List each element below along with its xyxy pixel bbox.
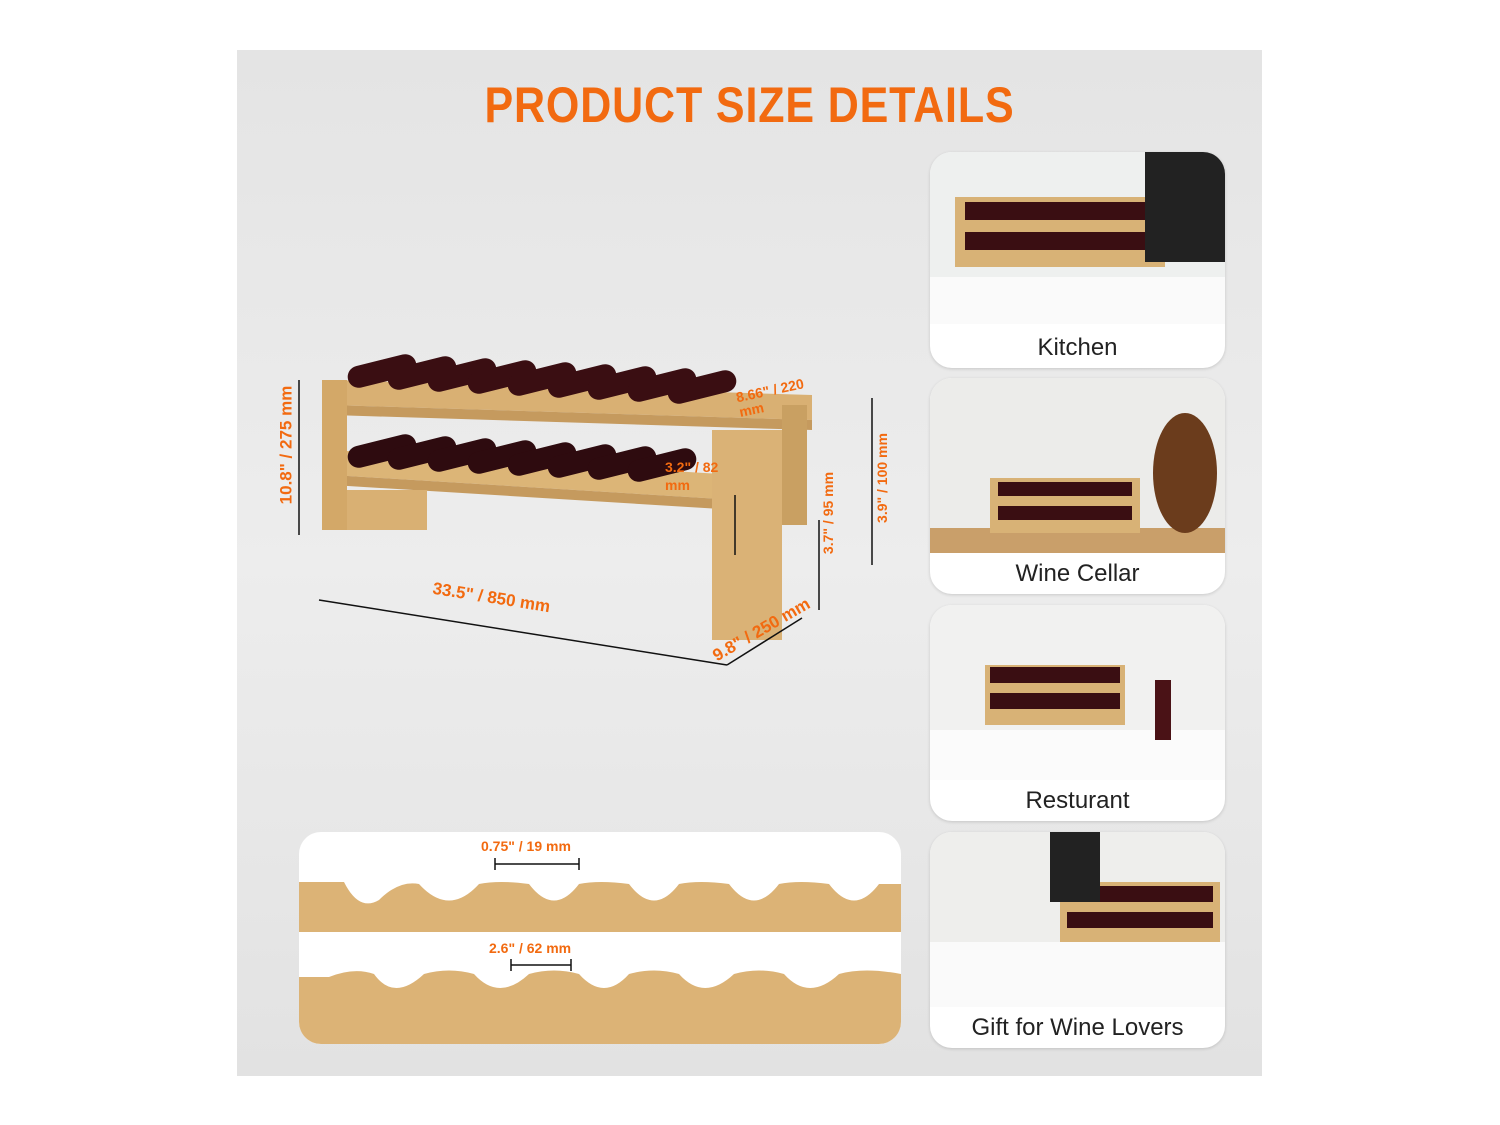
gift-photo bbox=[930, 832, 1225, 1007]
scene-card-wine-cellar: Wine Cellar bbox=[930, 378, 1225, 594]
bottom-bottles bbox=[347, 434, 697, 482]
scene-label: Wine Cellar bbox=[1015, 560, 1140, 587]
scene-card-gift: Gift for Wine Lovers bbox=[930, 832, 1225, 1048]
bamboo-strip-detail: 0.75" / 19 mm 2.6" / 62 mm bbox=[299, 832, 901, 1044]
scene-label: Kitchen bbox=[1037, 334, 1118, 361]
scene-label: Gift for Wine Lovers bbox=[971, 1014, 1184, 1041]
slot-width-label: 2.6" / 62 mm bbox=[489, 940, 572, 956]
page-title: PRODUCT SIZE DETAILS bbox=[484, 77, 1015, 133]
restaurant-photo bbox=[930, 605, 1225, 780]
strip-illustration bbox=[299, 858, 901, 1044]
scene-card-kitchen: Kitchen bbox=[930, 152, 1225, 368]
top-bottles bbox=[347, 354, 737, 404]
height-total-label: 10.8" / 275 mm bbox=[276, 385, 296, 505]
kitchen-photo bbox=[930, 152, 1225, 324]
product-size-panel: PRODUCT SIZE DETAILS bbox=[237, 50, 1262, 1076]
wine-cellar-photo bbox=[930, 378, 1225, 553]
slot-spacing-label: 0.75" / 19 mm bbox=[481, 838, 571, 854]
leg-height-label: 3.7" / 95 mm bbox=[820, 471, 837, 555]
scene-label: Resturant bbox=[1025, 787, 1130, 814]
scene-card-restaurant: Resturant bbox=[930, 605, 1225, 821]
wine-rack-dimension-diagram bbox=[298, 354, 873, 666]
tier-height-label: 3.9" / 100 mm bbox=[873, 433, 890, 523]
gap-label: 3.2" / 82 mm bbox=[665, 459, 719, 493]
